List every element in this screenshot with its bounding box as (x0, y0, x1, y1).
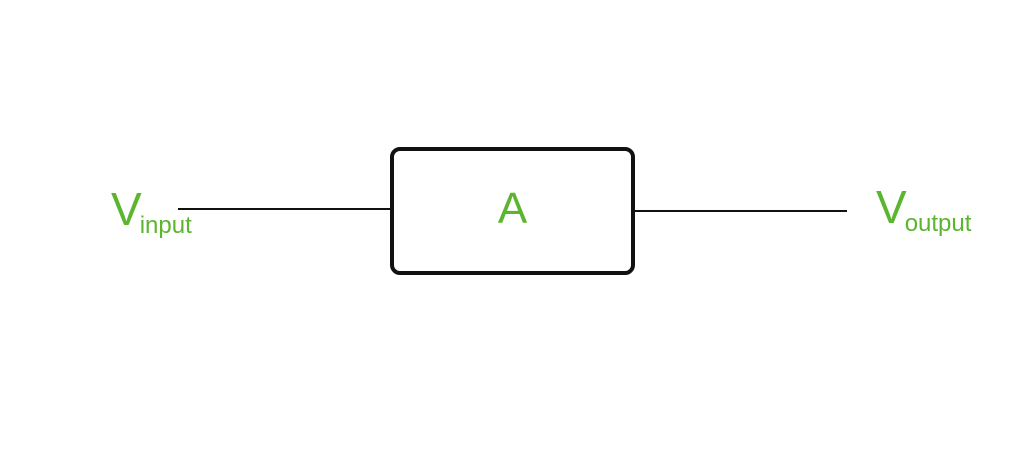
output-wire (633, 210, 847, 212)
input-voltage-label: Vinput (111, 183, 192, 238)
input-voltage-subscript: input (139, 212, 192, 239)
input-voltage-symbol: V (111, 183, 142, 235)
amplifier-block: A (390, 147, 635, 275)
output-voltage-label: Voutput (876, 181, 971, 236)
amplifier-gain-label: A (497, 184, 528, 233)
input-wire (178, 208, 391, 210)
output-voltage-subscript: output (904, 210, 972, 237)
output-voltage-symbol: V (876, 181, 907, 233)
